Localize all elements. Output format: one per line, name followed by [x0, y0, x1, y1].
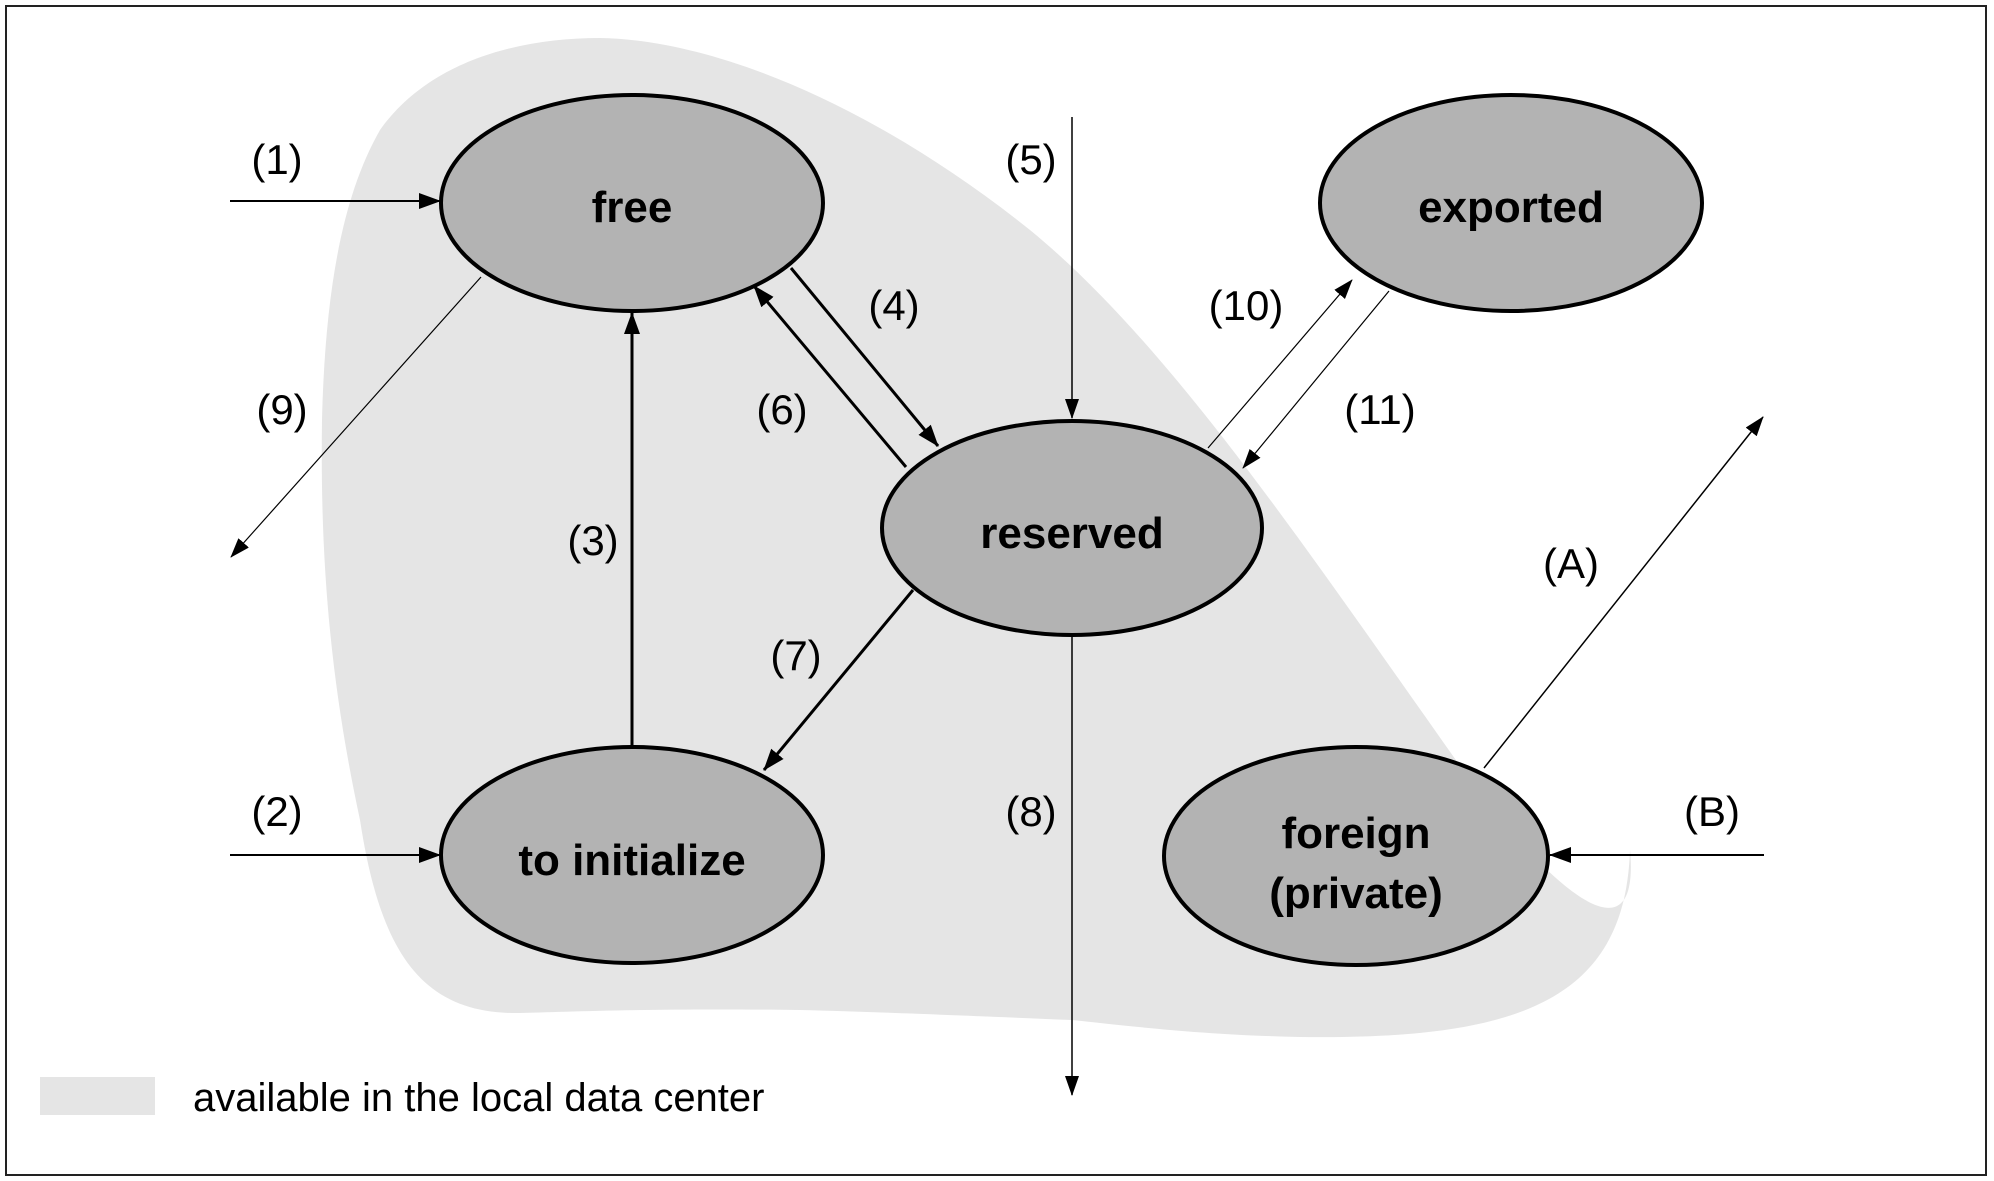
node-reserved: reserved	[880, 419, 1264, 637]
edge-11-arrow	[1242, 290, 1390, 469]
node-foreign: foreign (private)	[1162, 745, 1550, 967]
edge-6-arrow	[752, 285, 908, 468]
edge-A-label: (A)	[1543, 540, 1599, 587]
edge-2-label: (2)	[251, 788, 302, 835]
node-foreign-label-line2: (private)	[1269, 869, 1443, 918]
node-exported: exported	[1318, 93, 1704, 313]
edge-6-label: (6)	[756, 386, 807, 433]
legend-label: available in the local data center	[193, 1076, 764, 1120]
edge-A-arrow	[1483, 416, 1764, 769]
edge-4-label: (4)	[868, 282, 919, 329]
edge-1-label: (1)	[251, 136, 302, 183]
node-to-initialize: to initialize	[439, 745, 825, 965]
legend-swatch	[40, 1077, 155, 1115]
node-foreign-label-line1: foreign	[1281, 809, 1430, 858]
node-reserved-label: reserved	[980, 509, 1163, 558]
edge-4-arrow	[789, 267, 940, 447]
edge-9-label: (9)	[256, 386, 307, 433]
edge-8-label: (8)	[1005, 788, 1056, 835]
legend: available in the local data center	[40, 1076, 764, 1120]
node-exported-label: exported	[1418, 183, 1604, 232]
edge-9-arrow	[230, 276, 482, 558]
node-free: free	[439, 93, 825, 313]
node-free-label: free	[592, 183, 673, 232]
edge-5-label: (5)	[1005, 136, 1056, 183]
edge-10-label: (10)	[1209, 282, 1284, 329]
edge-11-label: (11)	[1344, 386, 1416, 433]
edge-10-arrow	[1207, 279, 1353, 449]
edge-7-arrow	[762, 589, 915, 771]
edge-3-label: (3)	[567, 517, 618, 564]
node-to-initialize-label: to initialize	[518, 836, 745, 885]
edge-B-label: (B)	[1684, 788, 1740, 835]
edge-7-label: (7)	[770, 632, 821, 679]
